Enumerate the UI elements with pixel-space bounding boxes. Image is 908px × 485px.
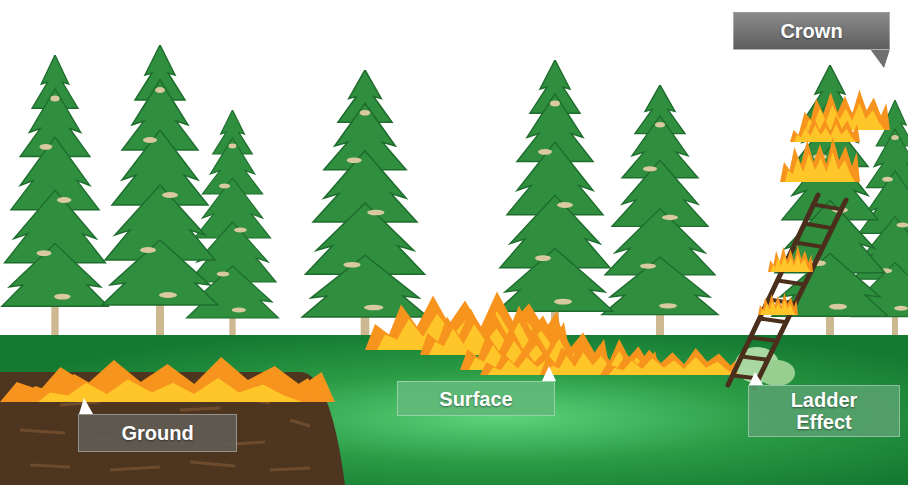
label-text: Surface: [439, 388, 512, 410]
flame: [790, 115, 860, 142]
label-text: Crown: [780, 20, 842, 42]
pointer: [79, 398, 93, 414]
surface-label: Surface: [397, 381, 555, 416]
pine-tree: [102, 45, 218, 345]
flame: [780, 137, 860, 182]
ladder-effect-label: Ladder Effect: [748, 385, 900, 437]
pine-tree: [302, 70, 428, 355]
flame: [600, 348, 745, 375]
ground-label: Ground: [78, 414, 237, 452]
ladder-rung: [733, 205, 842, 379]
pointer: [749, 372, 763, 385]
flame: [0, 357, 335, 402]
surface-fire: [365, 292, 745, 376]
label-text: Ladder Effect: [779, 389, 869, 433]
ground-fire: [0, 357, 335, 402]
flame: [20, 366, 320, 402]
crown-label: Crown: [733, 12, 890, 50]
label-text: Ground: [121, 422, 193, 444]
flame: [768, 245, 813, 272]
flame: [758, 293, 798, 316]
ladder: [728, 195, 846, 388]
pine-tree: [2, 55, 108, 345]
pine-tree: [497, 60, 613, 350]
pine-tree: [602, 85, 718, 350]
crown-fire: [758, 90, 890, 316]
trees: [2, 45, 888, 355]
ground: [0, 335, 908, 485]
pointer: [870, 49, 890, 68]
label-pointers: [79, 49, 890, 414]
pointer: [542, 366, 556, 381]
ladder-rail: [728, 195, 846, 388]
